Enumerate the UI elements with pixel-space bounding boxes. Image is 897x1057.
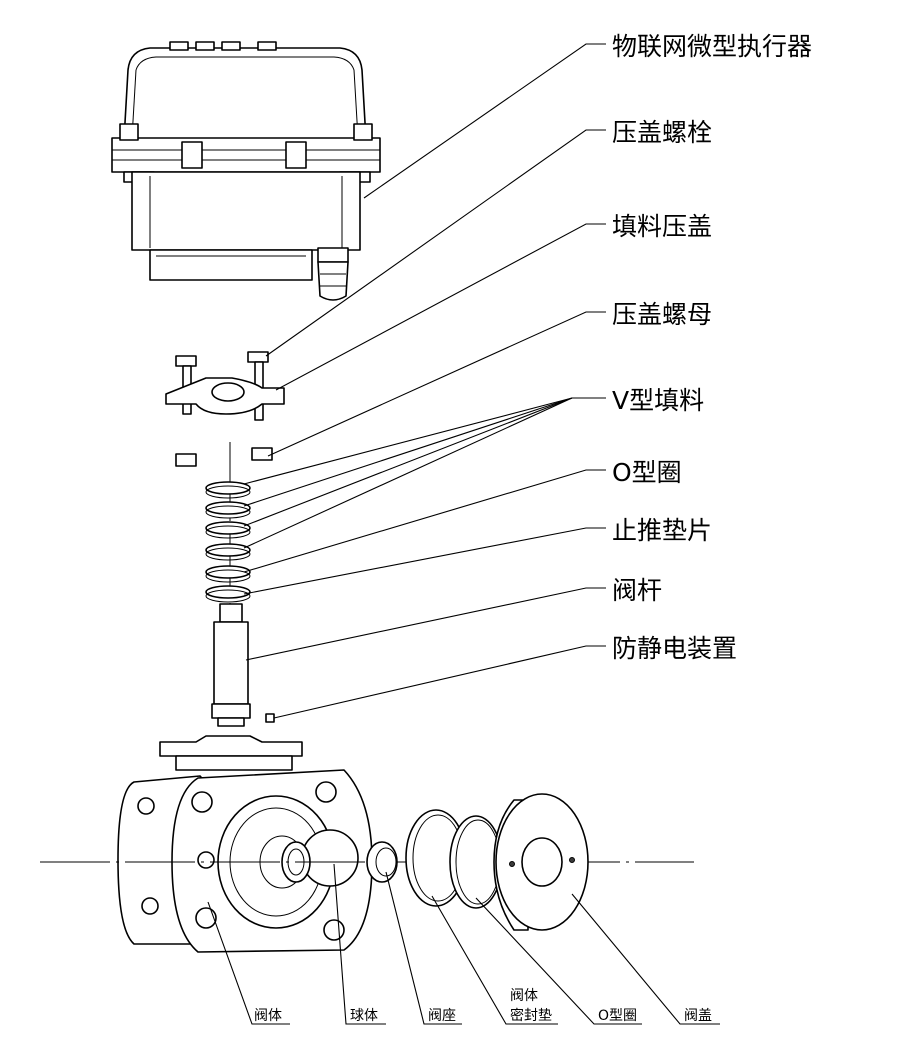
anti-static-device <box>265 713 275 723</box>
leader-lines-bottom <box>207 863 720 1025</box>
packing-gland <box>165 377 285 415</box>
gland-nuts <box>175 447 273 467</box>
label-valve-cover: 阀盖 <box>684 1008 712 1024</box>
label-valve-body: 阀体 <box>254 1008 282 1024</box>
label-gland-nut: 压盖螺母 <box>612 300 712 329</box>
label-gland-bolt: 压盖螺栓 <box>612 118 712 147</box>
label-ball: 球体 <box>350 1008 378 1024</box>
v-packing-rings <box>205 481 251 561</box>
label-valve-seat: 阀座 <box>428 1008 456 1024</box>
valve-seat <box>366 841 398 883</box>
leader-lines-right <box>243 43 606 719</box>
valve-cover <box>493 793 589 931</box>
callout-labels-bottom: 阀体 球体 阀座 阀体 密封垫 O型圈 阀盖 <box>254 988 712 1024</box>
label-anti-static-device: 防静电装置 <box>612 634 737 663</box>
label-packing-gland: 填料压盖 <box>612 212 712 241</box>
label-valve-stem: 阀杆 <box>612 576 662 605</box>
callout-labels-right: 物联网微型执行器 压盖螺栓 填料压盖 压盖螺母 V型填料 O型圈 止推垫片 阀杆… <box>612 32 812 663</box>
label-iot-micro-actuator: 物联网微型执行器 <box>612 32 812 61</box>
label-body-gasket-line2: 密封垫 <box>510 1007 552 1024</box>
label-v-packing: V型填料 <box>612 386 704 415</box>
label-o-ring-cover: O型圈 <box>598 1008 637 1024</box>
valve-body <box>117 735 373 953</box>
label-thrust-washer: 止推垫片 <box>612 516 712 545</box>
label-o-ring-stem: O型圈 <box>612 458 682 487</box>
iot-micro-actuator <box>111 41 381 301</box>
ball <box>281 829 359 887</box>
label-body-gasket-line1: 阀体 <box>510 988 538 1004</box>
valve-stem <box>211 603 251 727</box>
o-ring-stem <box>205 565 251 583</box>
thrust-washer <box>205 585 251 603</box>
